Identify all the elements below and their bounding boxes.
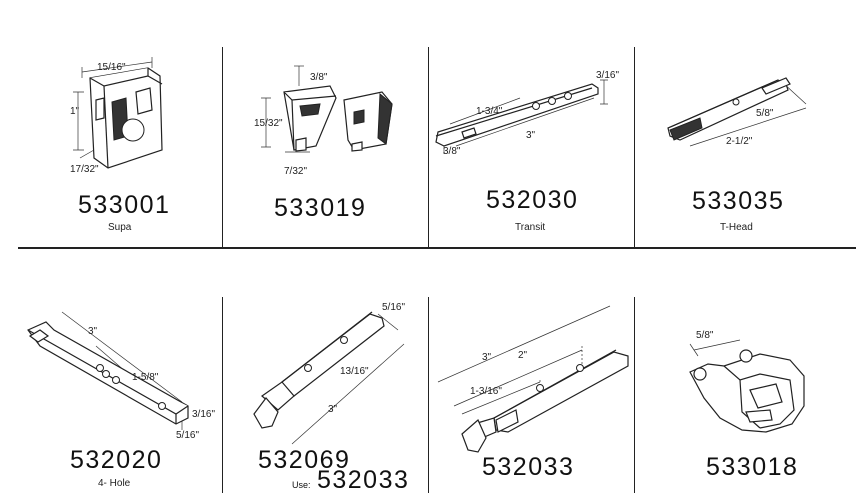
column-divider-bottom-1 bbox=[222, 297, 223, 493]
dim-label: 7/32" bbox=[284, 166, 308, 177]
dim-label: 5/8" bbox=[756, 108, 774, 119]
tapered-block-clip-drawing-icon bbox=[261, 65, 393, 153]
dim-label: 17/32" bbox=[70, 164, 99, 175]
use-note: Use: 532033 bbox=[292, 466, 409, 495]
dim-label: 2" bbox=[518, 350, 528, 361]
dim-label: 2-1/2" bbox=[726, 136, 753, 147]
use-label: Use: bbox=[292, 480, 311, 490]
dim-label: 5/16" bbox=[176, 430, 200, 441]
dim-label: 3/8" bbox=[443, 146, 461, 157]
dim-label: 3" bbox=[526, 130, 536, 141]
part-number: 533035 bbox=[692, 187, 785, 215]
column-divider-bottom-3 bbox=[634, 297, 635, 493]
dim-label: 15/16" bbox=[97, 62, 126, 73]
part-name: T-Head bbox=[720, 222, 753, 233]
column-divider-top-1 bbox=[222, 47, 223, 249]
dim-label: 13/16" bbox=[340, 366, 369, 377]
column-divider-top-2 bbox=[428, 47, 429, 249]
dim-label: 3" bbox=[482, 352, 492, 363]
dim-label: 1-5/8" bbox=[132, 372, 159, 383]
column-divider-bottom-2 bbox=[428, 297, 429, 493]
part-number: 533019 bbox=[274, 194, 367, 222]
part-number: 533001 bbox=[78, 191, 171, 219]
supa-balance-shoe-drawing-icon bbox=[73, 57, 163, 169]
part-name: Supa bbox=[108, 222, 132, 233]
part-name: 4- Hole bbox=[98, 478, 131, 489]
dim-label: 5/16" bbox=[382, 302, 406, 313]
dim-label: 5/8" bbox=[696, 330, 714, 341]
column-divider-top-3 bbox=[634, 47, 635, 249]
four-hole-bar-drawing-icon bbox=[27, 311, 189, 430]
dim-label: 3/16" bbox=[596, 70, 620, 81]
part-number: 532020 bbox=[70, 446, 163, 474]
dim-label: 3/16" bbox=[192, 409, 216, 420]
part-name: Transit bbox=[515, 222, 546, 233]
dim-label: 3" bbox=[88, 326, 98, 337]
dim-label: 1-3/4" bbox=[476, 106, 503, 117]
part-number: 532033 bbox=[482, 453, 575, 481]
row-divider bbox=[18, 247, 856, 249]
part-number: 532069 bbox=[258, 446, 351, 474]
dim-label: 3/8" bbox=[310, 72, 328, 83]
transit-bar-drawing-icon bbox=[435, 79, 608, 154]
part-number: 532030 bbox=[486, 186, 579, 214]
part-number: 533018 bbox=[706, 453, 799, 481]
dim-label: 1-3/16" bbox=[470, 386, 502, 397]
t-end-bar-drawing-icon bbox=[253, 311, 405, 445]
stepped-t-end-bar-drawing-icon bbox=[437, 305, 629, 453]
dim-label: 15/32" bbox=[254, 118, 283, 129]
dim-label: 1" bbox=[70, 106, 80, 117]
t-head-bar-drawing-icon bbox=[667, 77, 807, 147]
use-part-number: 532033 bbox=[316, 466, 410, 494]
dim-label: 3" bbox=[328, 404, 338, 415]
